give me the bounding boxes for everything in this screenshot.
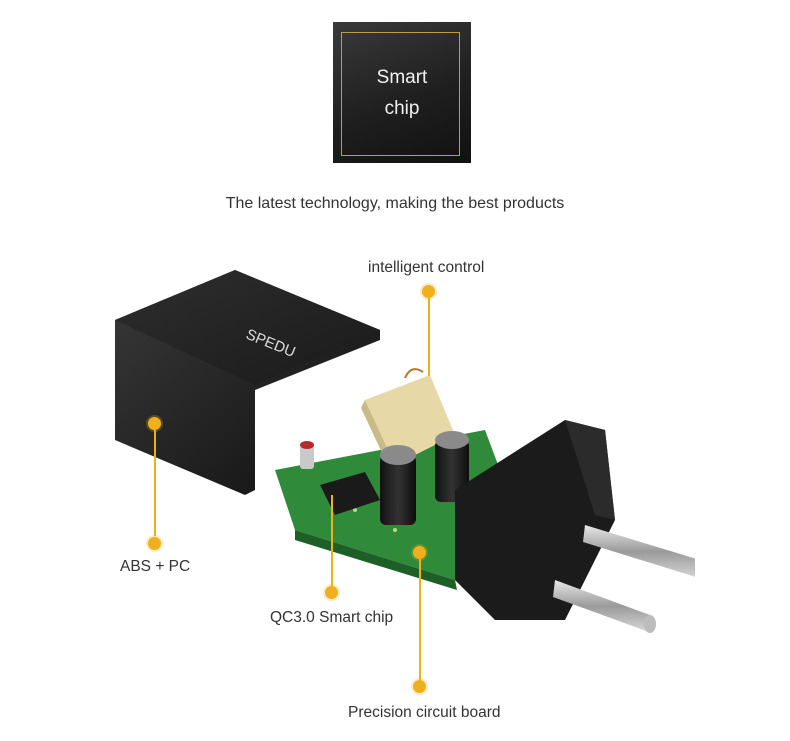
callout-line-qc-chip (331, 495, 333, 588)
callout-dot-intelligent-control (422, 285, 435, 298)
plug-pin-lower (553, 580, 656, 633)
callout-qc-chip: QC3.0 Smart chip (270, 609, 394, 626)
eu-plug (455, 420, 695, 633)
badge-gold-frame (341, 32, 460, 156)
callout-intelligent-control: intelligent control (368, 259, 485, 276)
callout-circuit-board: Precision circuit board (348, 704, 501, 721)
charger-illustration: SPEDU (115, 270, 695, 633)
badge-line-1: Smart (376, 67, 428, 88)
smart-chip-badge: Smart chip (333, 22, 471, 163)
badge-title: Smart chip (333, 62, 471, 124)
abs-pc-housing: SPEDU (115, 270, 380, 495)
callout-abs-pc: ABS + PC (120, 558, 191, 575)
callout-dot-abs-pc-end (148, 537, 161, 550)
plug-pin-upper (583, 525, 695, 577)
callout-dot-circuit-board-top (413, 546, 426, 559)
callout-line-intelligent-control (428, 298, 430, 376)
callout-dot-abs-pc (148, 417, 161, 430)
callout-dot-qc-chip (325, 586, 338, 599)
callout-line-abs-pc (154, 430, 156, 536)
capacitors (300, 431, 469, 525)
tagline: The latest technology, making the best p… (225, 195, 565, 212)
qc-chip (320, 472, 380, 515)
callout-dot-circuit-board (413, 680, 426, 693)
badge-line-2: chip (384, 98, 420, 119)
callout-line-circuit-board (419, 559, 421, 681)
